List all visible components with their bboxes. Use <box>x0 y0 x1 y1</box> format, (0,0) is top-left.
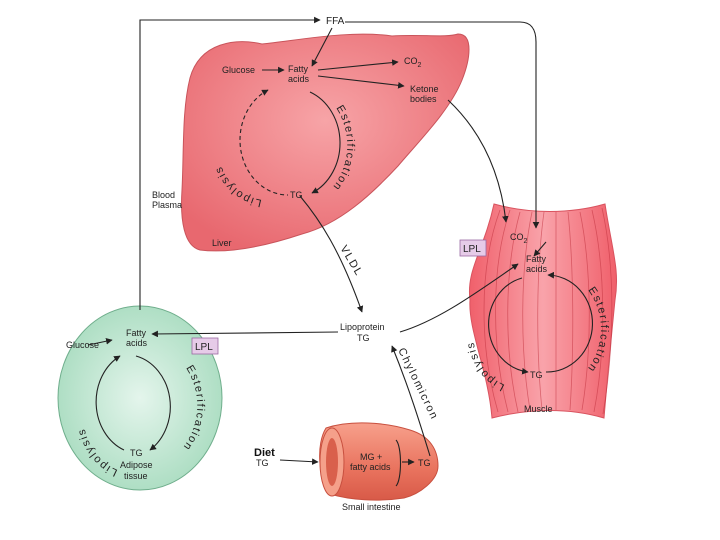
liver-co2-label: CO2 <box>404 56 422 69</box>
lpl-label-muscle: LPL <box>463 244 481 255</box>
liver-name-label: Liver <box>212 238 232 248</box>
small-intestine-organ <box>319 422 439 501</box>
muscle-fatty-acids-line2: acids <box>526 264 548 274</box>
intestine-tg-label: TG <box>418 458 431 468</box>
adipose-glucose-label: Glucose <box>66 340 99 350</box>
mg-label-line2: fatty acids <box>350 462 391 472</box>
liver-ketone-line1: Ketone <box>410 84 439 94</box>
lpl-box-adipose <box>191 337 219 355</box>
liver-tg-label: TG <box>290 190 303 200</box>
adipose-fatty-acids-line1: Fatty <box>126 328 147 338</box>
muscle-tg-label: TG <box>530 370 543 380</box>
small-intestine-label: Small intestine <box>342 502 401 512</box>
adipose-name-line2: tissue <box>124 471 148 481</box>
muscle-name-label: Muscle <box>524 404 553 414</box>
diet-tg-label: TG <box>256 458 269 468</box>
liver-fatty-acids-line1: Fatty <box>288 64 309 74</box>
liver-organ <box>181 33 470 252</box>
adipose-name-line1: Adipose <box>120 460 153 470</box>
blood-plasma-line1: Blood <box>152 190 175 200</box>
lpl-box-muscle <box>459 239 487 257</box>
lipoprotein-label-line2: TG <box>357 333 370 343</box>
ffa-label: FFA <box>326 16 345 27</box>
blood-plasma-line2: Plasma <box>152 200 182 210</box>
diet-label: Diet <box>254 447 275 459</box>
adipose-fatty-acids-line2: acids <box>126 338 148 348</box>
muscle-organ <box>468 203 618 419</box>
adipose-tg-label: TG <box>130 448 143 458</box>
lipoprotein-label-line1: Lipoprotein <box>340 322 385 332</box>
liver-glucose-label: Glucose <box>222 65 255 75</box>
liver-ketone-line2: bodies <box>410 94 437 104</box>
lpl-label-adipose: LPL <box>195 342 213 353</box>
muscle-co2-label: CO2 <box>510 232 528 245</box>
muscle-fatty-acids-line1: Fatty <box>526 254 547 264</box>
liver-fatty-acids-line2: acids <box>288 74 310 84</box>
mg-label-line1: MG + <box>360 452 382 462</box>
